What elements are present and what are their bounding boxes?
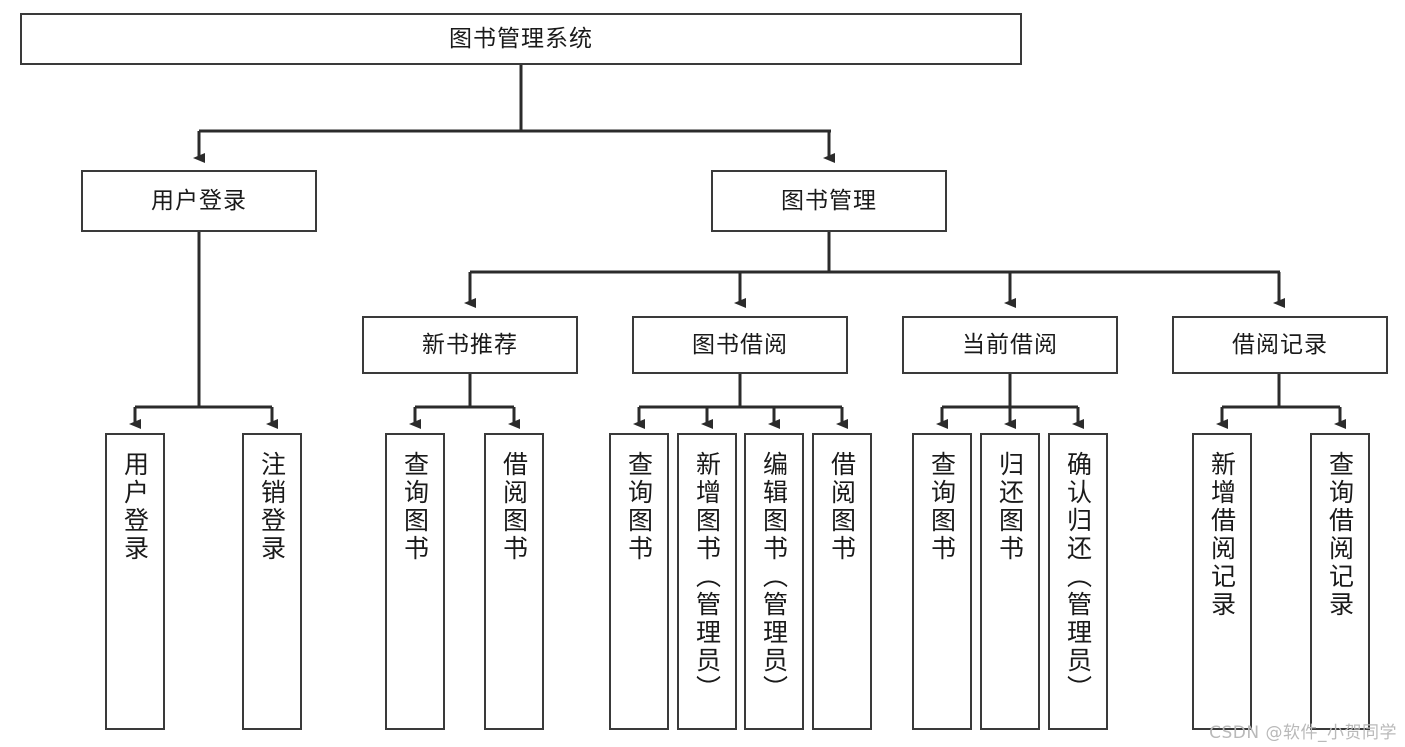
- node-label: 当前借阅: [962, 331, 1058, 358]
- node-label: 新增借阅记录: [1207, 451, 1237, 619]
- node-label: 查询图书: [624, 451, 654, 563]
- leaf-query-book-new[interactable]: 查询图书: [385, 433, 445, 730]
- node-label: 新书推荐: [422, 331, 518, 358]
- leaf-edit-book-admin[interactable]: 编辑图书（管理员）: [744, 433, 804, 730]
- node-label: 图书管理: [781, 187, 877, 214]
- node-new-book-recommend[interactable]: 新书推荐: [362, 316, 578, 374]
- node-user-login[interactable]: 用户登录: [81, 170, 317, 232]
- leaf-borrow-book[interactable]: 借阅图书: [812, 433, 872, 730]
- node-label: 用户登录: [120, 451, 150, 563]
- leaf-query-book-current[interactable]: 查询图书: [912, 433, 972, 730]
- node-label: 图书管理系统: [449, 25, 593, 52]
- leaf-borrow-book-new[interactable]: 借阅图书: [484, 433, 544, 730]
- node-root-system[interactable]: 图书管理系统: [20, 13, 1022, 65]
- node-book-management[interactable]: 图书管理: [711, 170, 947, 232]
- node-borrow-record[interactable]: 借阅记录: [1172, 316, 1388, 374]
- node-label: 查询借阅记录: [1325, 451, 1355, 619]
- node-book-borrow[interactable]: 图书借阅: [632, 316, 848, 374]
- leaf-add-book-admin[interactable]: 新增图书（管理员）: [677, 433, 737, 730]
- node-label: 编辑图书（管理员）: [759, 451, 789, 703]
- leaf-query-borrow-record[interactable]: 查询借阅记录: [1310, 433, 1370, 730]
- node-label: 用户登录: [151, 187, 247, 214]
- node-label: 注销登录: [257, 451, 287, 563]
- node-label: 图书借阅: [692, 331, 788, 358]
- node-label: 确认归还（管理员）: [1063, 451, 1093, 703]
- node-label: 借阅记录: [1232, 331, 1328, 358]
- node-label: 借阅图书: [499, 451, 529, 563]
- node-label: 查询图书: [400, 451, 430, 563]
- node-label: 查询图书: [927, 451, 957, 563]
- leaf-user-login[interactable]: 用户登录: [105, 433, 165, 730]
- node-label: 借阅图书: [827, 451, 857, 563]
- leaf-return-book[interactable]: 归还图书: [980, 433, 1040, 730]
- node-label: 归还图书: [995, 451, 1025, 563]
- node-current-borrow[interactable]: 当前借阅: [902, 316, 1118, 374]
- leaf-query-book-borrow[interactable]: 查询图书: [609, 433, 669, 730]
- leaf-logout[interactable]: 注销登录: [242, 433, 302, 730]
- csdn-watermark: CSDN @软件_小贺同学: [1209, 723, 1397, 743]
- leaf-add-borrow-record[interactable]: 新增借阅记录: [1192, 433, 1252, 730]
- node-label: 新增图书（管理员）: [692, 451, 722, 703]
- leaf-confirm-return-admin[interactable]: 确认归还（管理员）: [1048, 433, 1108, 730]
